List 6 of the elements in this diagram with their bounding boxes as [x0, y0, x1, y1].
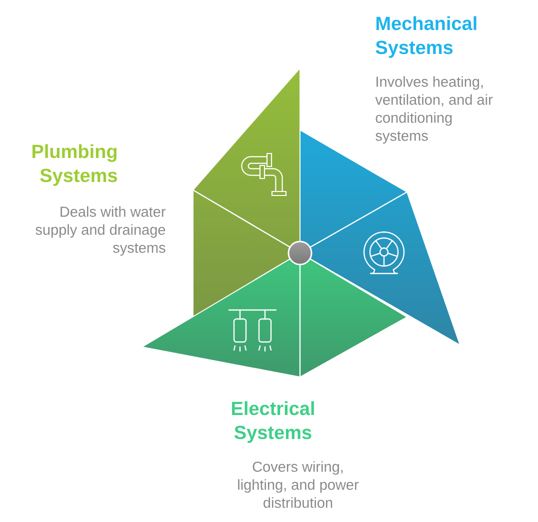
description: Involves heating, ventilation, and air conditioning systems — [375, 76, 493, 144]
heading: Electrical Systems — [232, 401, 314, 443]
description: Covers wiring, lighting, and power distribution — [238, 461, 359, 508]
heading: Plumbing Systems — [32, 144, 117, 186]
heading: Mechanical Systems — [376, 16, 476, 58]
description: Deals with water supply and drainage systems — [36, 206, 166, 256]
